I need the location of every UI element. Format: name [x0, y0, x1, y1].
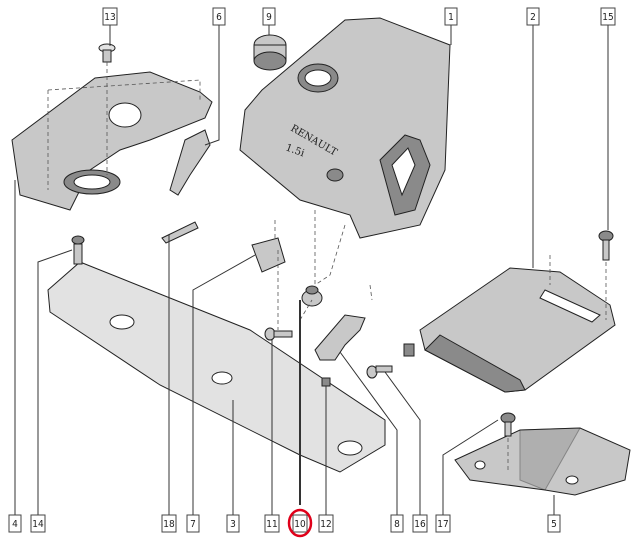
svg-text:13: 13 — [104, 12, 115, 23]
callout-10[interactable]: 10 — [292, 514, 308, 533]
svg-text:5: 5 — [551, 519, 557, 530]
svg-text:2: 2 — [530, 12, 536, 23]
part-5-shield[interactable] — [454, 427, 631, 496]
assembly-lines — [47, 62, 607, 470]
part-4-bracket[interactable] — [11, 71, 213, 211]
callout-16[interactable]: 16 — [412, 514, 428, 533]
callout-6[interactable]: 6 — [212, 7, 226, 26]
callout-1[interactable]: 1 — [444, 7, 458, 26]
svg-text:10: 10 — [294, 519, 306, 530]
part-14-screw[interactable] — [71, 235, 85, 265]
svg-text:16: 16 — [414, 519, 426, 530]
svg-text:9: 9 — [266, 12, 272, 23]
part-9-grommet[interactable] — [253, 34, 287, 71]
part-8-bracket[interactable] — [314, 314, 366, 361]
leader-lines — [14, 25, 609, 515]
part-10-grommet[interactable] — [301, 285, 323, 307]
svg-text:17: 17 — [437, 519, 448, 530]
part-12-nut[interactable] — [321, 377, 331, 387]
callout-11[interactable]: 11 — [264, 514, 280, 533]
callout-8[interactable]: 8 — [390, 514, 404, 533]
svg-text:8: 8 — [394, 519, 400, 530]
part-3-shield[interactable] — [47, 261, 386, 473]
callout-4[interactable]: 4 — [8, 514, 22, 533]
svg-text:6: 6 — [216, 12, 222, 23]
callout-12[interactable]: 12 — [318, 514, 334, 533]
svg-text:7: 7 — [190, 519, 196, 530]
svg-text:3: 3 — [230, 519, 236, 530]
callout-17[interactable]: 17 — [435, 514, 451, 533]
callout-3[interactable]: 3 — [226, 514, 240, 533]
callout-2[interactable]: 2 — [526, 7, 540, 26]
part-18-rivet[interactable] — [161, 221, 199, 244]
callout-18[interactable]: 18 — [161, 514, 177, 533]
callout-14[interactable]: 14 — [30, 514, 46, 533]
callout-13[interactable]: 13 — [102, 7, 118, 26]
svg-text:18: 18 — [163, 519, 175, 530]
callout-15[interactable]: 15 — [600, 7, 616, 26]
part-6-bracket[interactable] — [169, 129, 211, 196]
part-1-engine-cover[interactable]: RENAULT 1.5i — [239, 17, 451, 239]
svg-text:11: 11 — [266, 519, 277, 530]
svg-text:15: 15 — [602, 12, 613, 23]
callout-7[interactable]: 7 — [186, 514, 200, 533]
part-2-cover[interactable] — [419, 267, 616, 393]
svg-text:1: 1 — [448, 12, 454, 23]
svg-text:14: 14 — [32, 519, 44, 530]
part-17-screw[interactable] — [500, 412, 516, 437]
callout-5[interactable]: 5 — [547, 514, 561, 533]
part-13-clip[interactable] — [98, 43, 116, 63]
part-7-bracket[interactable] — [251, 237, 286, 273]
svg-text:12: 12 — [320, 519, 331, 530]
part-16-screw[interactable] — [366, 343, 415, 379]
highlight-circle — [287, 508, 313, 538]
part-15-screw[interactable] — [598, 230, 614, 261]
svg-text:4: 4 — [12, 519, 18, 530]
part-11-screw[interactable] — [264, 327, 293, 341]
callout-9[interactable]: 9 — [262, 7, 276, 26]
